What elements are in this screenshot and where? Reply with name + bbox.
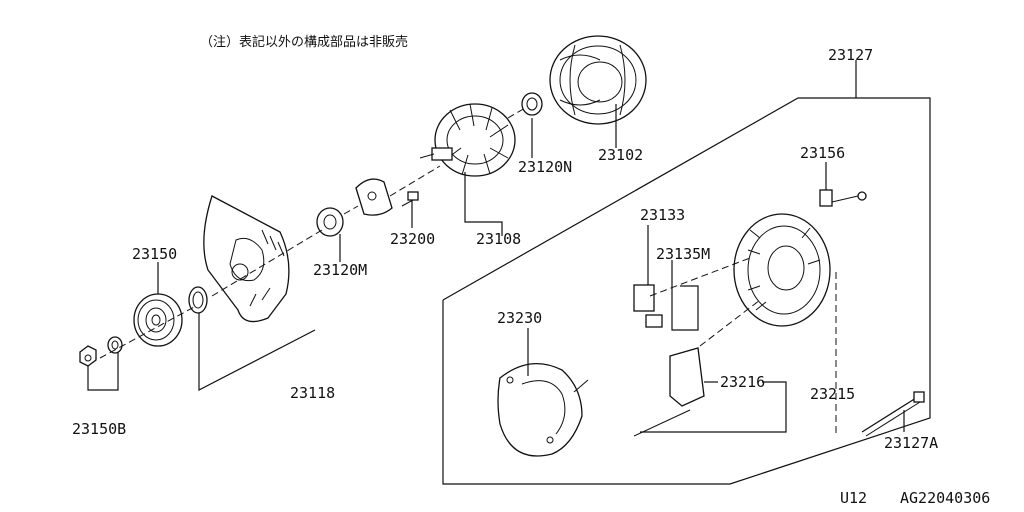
part-spacer-ring — [188, 286, 208, 314]
label-23150B: 23150B — [72, 420, 126, 438]
note-text: （注）表記以外の構成部品は非販売 — [200, 34, 408, 50]
label-23120N: 23120N — [518, 158, 572, 176]
part-23156-terminal — [819, 189, 867, 207]
leader-23215 — [640, 381, 787, 433]
part-23200-screw — [401, 191, 419, 207]
axis-rear — [649, 257, 837, 436]
footer-code: U12 — [840, 489, 867, 507]
part-23150B-nut-washer — [79, 336, 123, 367]
label-23133: 23133 — [640, 206, 685, 224]
label-23200: 23200 — [390, 230, 435, 248]
leader-23108 — [464, 172, 503, 236]
leader-23150B — [87, 352, 119, 391]
part-retainer-plate — [355, 178, 393, 216]
footer-ref: AG22040306 — [900, 489, 990, 507]
leader-23135M — [671, 260, 699, 331]
part-23120N-bearing — [521, 92, 543, 116]
label-23150: 23150 — [132, 245, 177, 263]
part-23127A-through-bolt — [861, 391, 925, 437]
label-23215: 23215 — [810, 385, 855, 403]
leader-23118 — [198, 313, 316, 391]
label-23127: 23127 — [828, 46, 873, 64]
label-23156: 23156 — [800, 144, 845, 162]
part-23120M-bearing — [316, 207, 344, 237]
part-23216-regulator — [633, 347, 705, 437]
kit-outline-23127 — [442, 97, 931, 485]
part-23118-front-housing — [203, 195, 290, 323]
label-23118: 23118 — [290, 384, 335, 402]
label-23135M: 23135M — [656, 245, 710, 263]
part-23108-rotor — [419, 103, 516, 177]
label-23216: 23216 — [720, 373, 765, 391]
label-23127A: 23127A — [884, 434, 938, 452]
label-23108: 23108 — [476, 230, 521, 248]
part-23135M-brush-holder — [633, 284, 663, 328]
part-23150-pulley — [133, 293, 183, 347]
label-23230: 23230 — [497, 309, 542, 327]
label-23120M: 23120M — [313, 261, 367, 279]
part-rear-housing — [733, 213, 831, 327]
label-23102: 23102 — [598, 146, 643, 164]
part-23230-plate — [497, 363, 589, 457]
part-23102-rear-cover — [549, 35, 647, 125]
